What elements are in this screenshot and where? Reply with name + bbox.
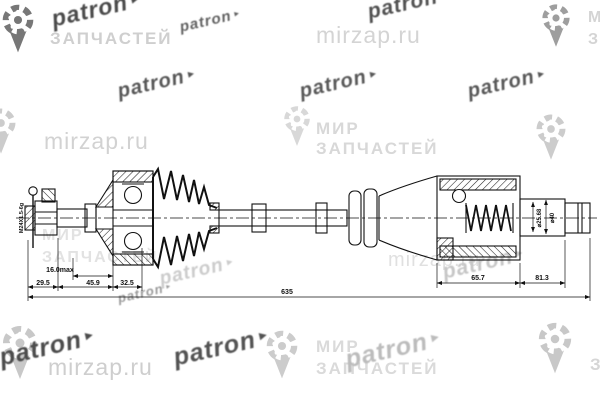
- mirzap-site-watermark: mirzap.ru: [48, 354, 153, 380]
- spline-stub-shaft: [519, 198, 591, 237]
- dia-label-25-68: ⌀25.68: [537, 208, 543, 227]
- boot-clamp: [209, 202, 220, 211]
- zapchastei-watermark-text: ЗАПЧАСТЕЙ: [588, 31, 600, 48]
- dim-label-81-3: 81.3: [535, 275, 549, 282]
- mir-watermark-text: МИР: [588, 9, 600, 26]
- mirzap-site-watermark: mirzap.ru: [316, 22, 421, 48]
- dimension-lines: [27, 199, 591, 301]
- dim-label-32-5: 32.5: [120, 280, 134, 287]
- boot-clamp: [209, 225, 220, 234]
- dim-label-65-7: 65.7: [471, 275, 485, 282]
- zapchastei-watermark-text: ЗАПЧАСТЕЙ: [50, 29, 173, 48]
- dim-label-16-0max: 16.0max: [46, 267, 74, 274]
- mirzap-site-watermark: mirzap.ru: [44, 128, 149, 154]
- zapchastei-watermark-text: ЗАПЧАСТЕЙ: [316, 359, 439, 378]
- zapchastei-watermark-text: ЗАПЧАСТЕЙ: [316, 139, 439, 158]
- mir-watermark-text: МИР: [316, 337, 360, 356]
- mir-watermark-text: МИР: [316, 119, 360, 138]
- outer-joint-threaded-stub: [24, 186, 97, 248]
- dim-label-overall-635: 635: [281, 289, 293, 296]
- zapchastei-watermark-text: ЗАПЧАСТЕЙ: [590, 355, 600, 374]
- mir-watermark-text: МИР: [42, 227, 84, 244]
- dia-label-40: ⌀40: [550, 212, 556, 223]
- right-boot-bellows: [348, 175, 438, 261]
- cotter-pin-ring: [28, 186, 38, 196]
- damper-ring: [251, 203, 267, 233]
- shaft-body: [24, 166, 591, 270]
- ball-bearing: [451, 188, 467, 204]
- ball-bearing: [123, 231, 143, 251]
- left-boot-bellows: [152, 166, 218, 270]
- damper-ring: [315, 202, 328, 234]
- outer-cv-joint-housing: [95, 170, 154, 266]
- dimension-labels: 29.5 45.9 32.5 16.0max 65.7 81.3 635 M24…: [19, 203, 556, 296]
- coil-spring: [465, 204, 512, 232]
- dim-label-29-5: 29.5: [36, 280, 50, 287]
- ball-bearing: [123, 185, 143, 205]
- inner-cv-joint-housing: [436, 175, 521, 261]
- dim-label-45-9: 45.9: [86, 280, 100, 287]
- thread-spec-label: M24X1.5-6g: [19, 203, 25, 233]
- axle-shaft: [218, 202, 348, 234]
